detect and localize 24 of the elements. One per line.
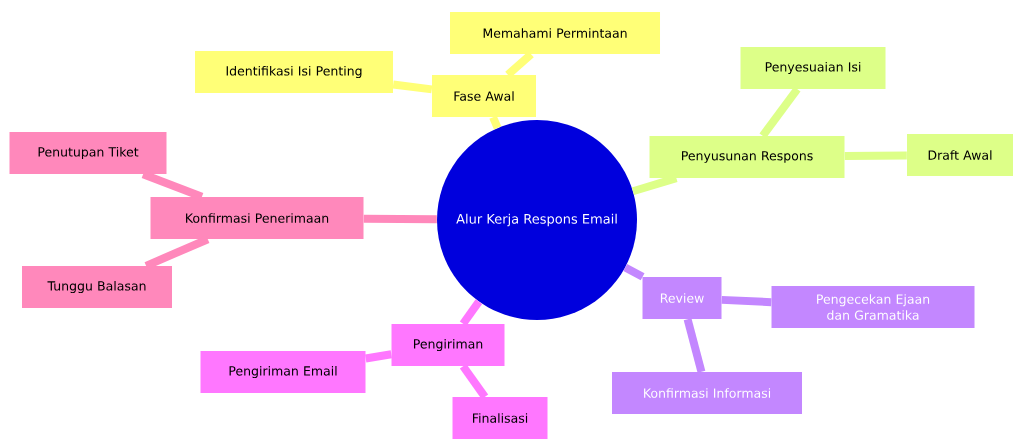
topic-box: Pengecekan Ejaan dan Gramatika (771, 286, 975, 328)
topic-box: Memahami Permintaan (450, 12, 660, 54)
topic-box: Tunggu Balasan (22, 266, 172, 308)
topic-box: Identifikasi Isi Penting (195, 51, 393, 93)
connector (392, 80, 433, 94)
topic-box: Penyesuaian Isi (740, 47, 886, 89)
topic-box: Penyusunan Respons (649, 136, 845, 178)
topic-box: Finalisasi (452, 397, 548, 439)
topic-box: Penutupan Tiket (9, 132, 167, 174)
topic-box: Konfirmasi Penerimaan (150, 197, 364, 239)
topic-box: Draft Awal (907, 134, 1013, 176)
topic-box: Review (642, 277, 722, 319)
connector (365, 350, 392, 363)
connector (459, 363, 489, 400)
topic-box: Konfirmasi Informasi (612, 372, 802, 414)
topic-box: Fase Awal (432, 75, 536, 117)
topic-box: Pengiriman Email (200, 351, 366, 393)
connector (683, 318, 706, 373)
connector (459, 299, 483, 327)
connector (505, 51, 534, 78)
connector (759, 86, 801, 139)
topic-box: Pengiriman (391, 324, 505, 366)
connector (623, 263, 645, 281)
connector (489, 115, 502, 130)
